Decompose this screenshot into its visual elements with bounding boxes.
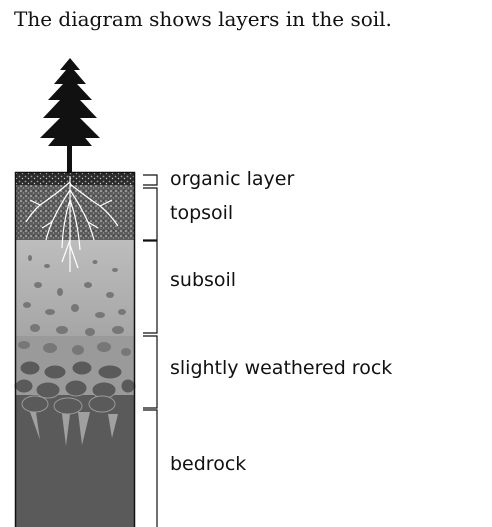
layer-brackets xyxy=(143,174,158,527)
label-bedrock: bedrock xyxy=(170,453,247,475)
soil-column-outline xyxy=(14,171,136,527)
label-weathered-rock: slightly weathered rock xyxy=(170,357,393,379)
subsoil-pebbles xyxy=(18,255,131,356)
label-topsoil: topsoil xyxy=(170,202,234,224)
bedrock-cracks xyxy=(30,412,118,446)
topsoil-band xyxy=(16,185,134,240)
label-organic-layer: organic layer xyxy=(170,168,295,190)
diagram-caption: The diagram shows layers in the soil. xyxy=(14,7,392,31)
tree-icon xyxy=(40,58,100,174)
label-subsoil: subsoil xyxy=(170,269,237,291)
subsoil-band xyxy=(16,240,134,336)
organic-layer-band xyxy=(16,173,134,185)
weathered-rock-stones xyxy=(14,360,136,415)
tree-roots xyxy=(25,176,119,272)
